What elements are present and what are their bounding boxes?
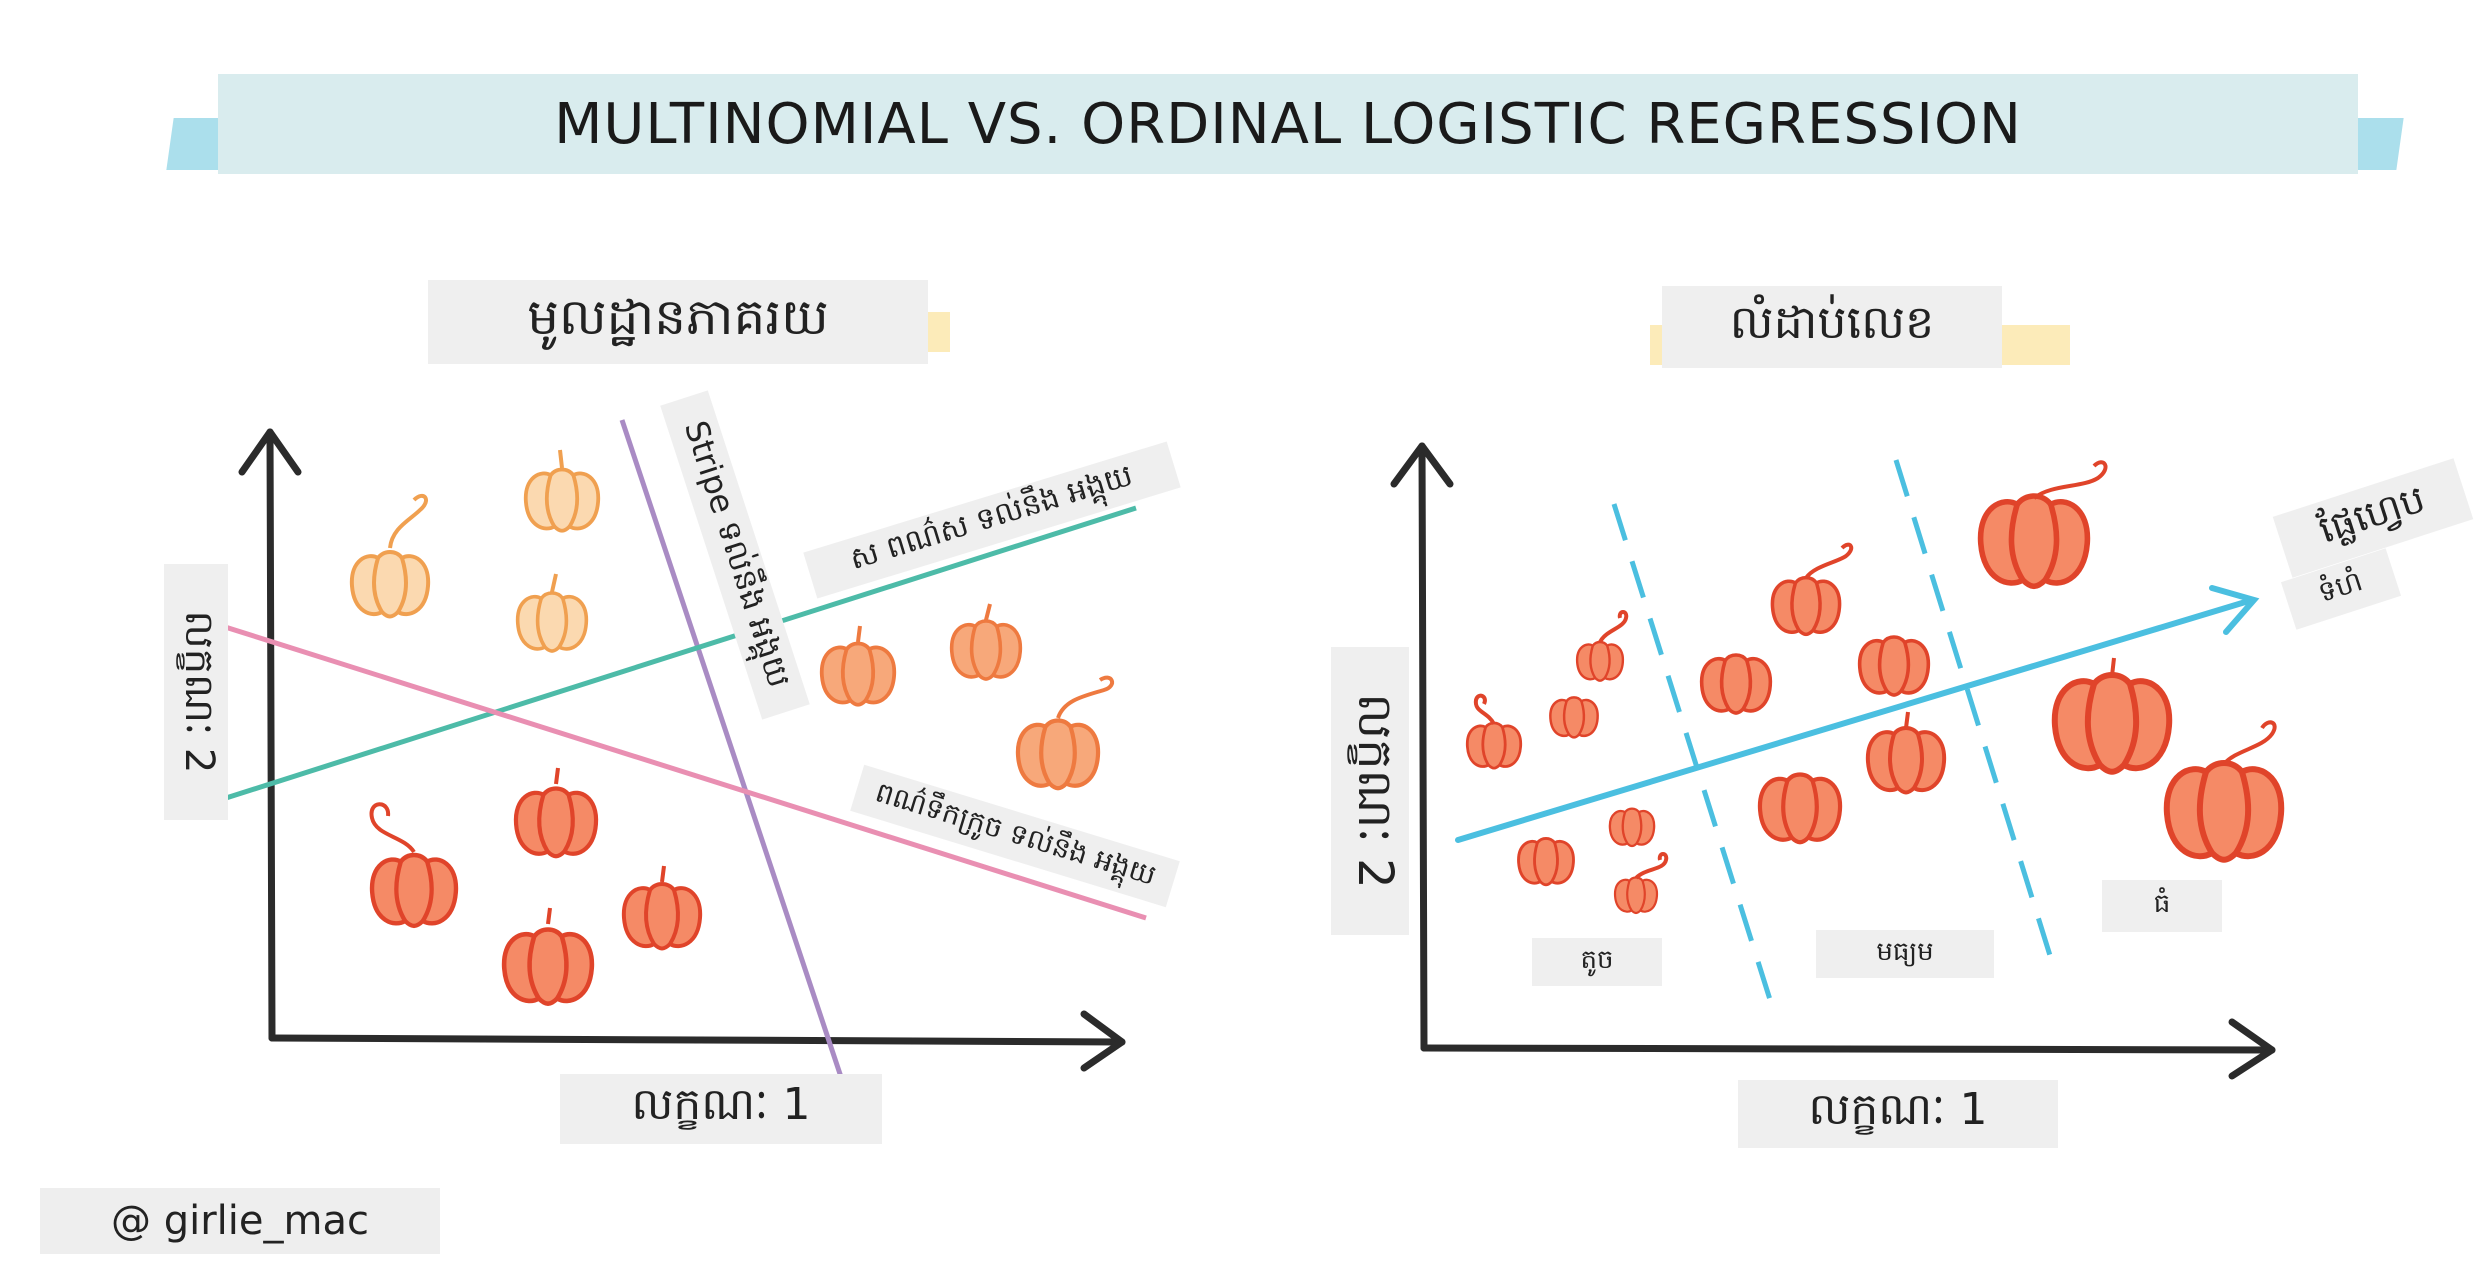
pumpkin-icon bbox=[349, 550, 431, 619]
right-y-axis-label: លក្ខណៈ 2 bbox=[1331, 647, 1409, 935]
right-pumpkin-stems bbox=[1473, 460, 2277, 880]
pumpkin-icon bbox=[1770, 575, 1842, 637]
left-purple-line bbox=[619, 419, 845, 1081]
right-trend-arrow bbox=[1455, 585, 2260, 843]
pumpkin-icon bbox=[819, 641, 897, 707]
right-dashed-separators bbox=[1611, 459, 2055, 1007]
pumpkin-icon bbox=[2167, 763, 2281, 860]
left-striped-pumpkins bbox=[819, 619, 1098, 789]
left-y-axis bbox=[266, 428, 276, 1042]
dashed-separator-1 bbox=[1611, 503, 1775, 1007]
pumpkin-icon bbox=[1517, 836, 1575, 887]
pumpkin-icon bbox=[1981, 496, 2088, 586]
pumpkin-icon bbox=[516, 789, 596, 857]
credit-label: @ girlie_mac bbox=[40, 1188, 440, 1254]
left-striped-stems bbox=[856, 603, 1115, 719]
right-axes bbox=[1390, 442, 2276, 1080]
right-x-axis bbox=[1420, 1044, 2276, 1054]
pumpkin-icon bbox=[1613, 876, 1659, 915]
right-pumpkins bbox=[1465, 496, 2281, 915]
right-y-arrowhead bbox=[1390, 442, 1454, 488]
left-x-arrowhead bbox=[1080, 1010, 1126, 1072]
pumpkin-icon bbox=[372, 855, 456, 926]
page-title: MULTINOMIAL VS. ORDINAL LOGISTIC REGRESS… bbox=[554, 91, 2022, 157]
pumpkin-icon bbox=[504, 930, 592, 1004]
right-x-arrowhead bbox=[2228, 1018, 2276, 1080]
left-orange-stems bbox=[369, 767, 666, 925]
left-axes bbox=[238, 428, 1126, 1072]
right-x-axis-label: លក្ខណៈ 1 bbox=[1738, 1080, 2058, 1148]
pumpkin-icon bbox=[1857, 635, 1931, 697]
pumpkin-icon bbox=[1760, 775, 1840, 843]
right-category-small: តូច bbox=[1532, 938, 1662, 986]
left-light-stems bbox=[388, 449, 564, 593]
dashed-separator-2 bbox=[1893, 459, 2055, 963]
pumpkin-icon bbox=[1018, 721, 1098, 789]
left-heading: មូលដ្ឋានភាគរយ bbox=[428, 280, 928, 364]
right-category-medium: មធ្យម bbox=[1816, 930, 1994, 978]
pumpkin-icon bbox=[1699, 653, 1773, 715]
left-pink-line bbox=[221, 623, 1147, 921]
pumpkin-icon bbox=[515, 591, 589, 653]
pumpkin-icon bbox=[1465, 721, 1523, 770]
pumpkin-icon bbox=[2055, 675, 2169, 772]
pumpkin-icon bbox=[1865, 726, 1947, 795]
right-category-large: ធំ bbox=[2102, 880, 2222, 932]
left-x-axis-label: លក្ខណៈ 1 bbox=[560, 1074, 882, 1144]
pumpkin-icon bbox=[1549, 696, 1599, 739]
right-heading: លំដាប់លេខ bbox=[1662, 286, 2002, 368]
pumpkin-icon bbox=[1608, 807, 1656, 848]
trend-arrowhead bbox=[2209, 585, 2260, 635]
pumpkin-icon bbox=[1575, 640, 1625, 682]
left-light-pumpkins bbox=[349, 467, 601, 653]
pumpkin-icon bbox=[949, 619, 1023, 681]
left-teal-line bbox=[225, 505, 1137, 801]
pumpkin-icon bbox=[523, 467, 601, 533]
left-orange-pumpkins bbox=[372, 789, 703, 1004]
left-y-axis-label: លក្ខណៈ 2 bbox=[164, 564, 228, 820]
left-y-arrowhead bbox=[238, 428, 302, 476]
left-x-axis bbox=[268, 1034, 1126, 1046]
pumpkin-icon bbox=[621, 882, 703, 951]
title-banner: MULTINOMIAL VS. ORDINAL LOGISTIC REGRESS… bbox=[218, 74, 2358, 174]
right-y-axis bbox=[1418, 442, 1428, 1052]
